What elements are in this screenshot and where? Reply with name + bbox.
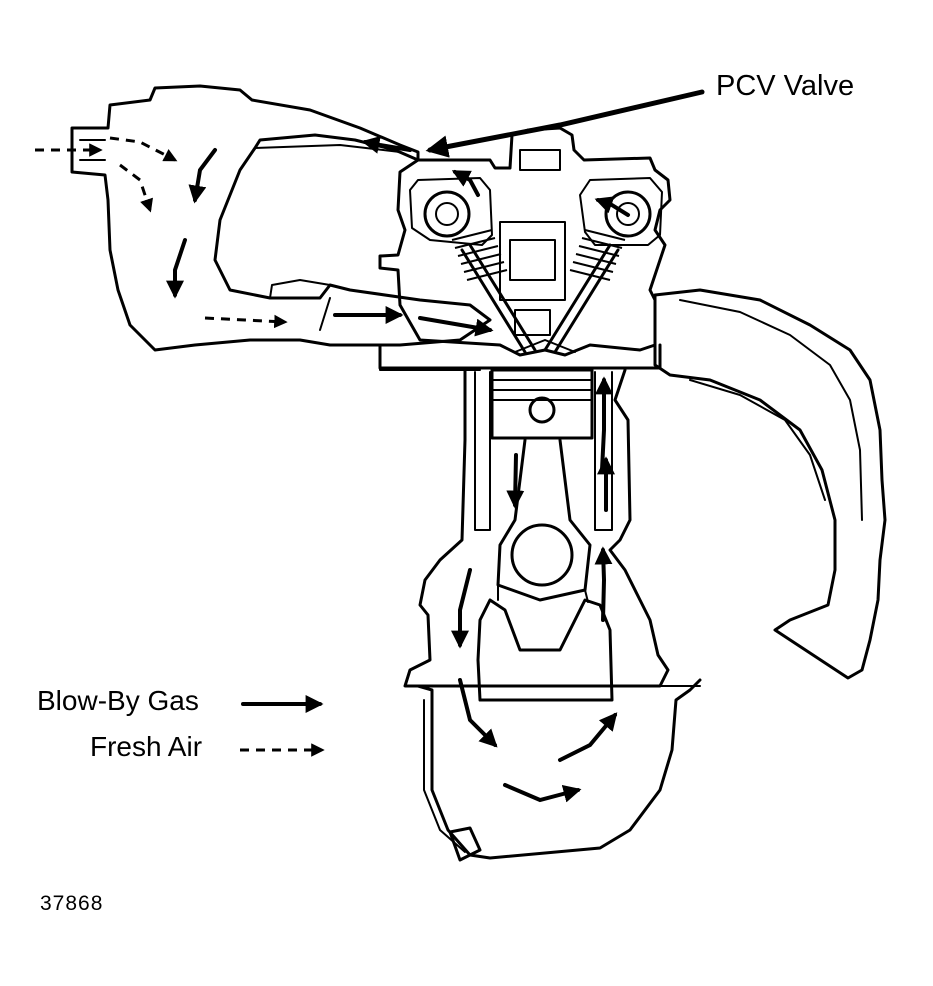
fresh-air-flow — [35, 136, 288, 329]
cylinder-head — [378, 126, 672, 370]
exhaust-manifold — [653, 288, 887, 680]
cylinder-block — [403, 368, 670, 702]
figure-number: 37868 — [40, 892, 104, 915]
pcv-leader-arrow — [425, 89, 705, 158]
intake-duct — [70, 84, 492, 371]
blow-by-gas-flow — [166, 135, 630, 803]
pcv-valve-label: PCV Valve — [716, 70, 855, 102]
legend-blow-by-gas-label: Blow-By Gas — [37, 685, 199, 716]
oil-pan — [409, 678, 702, 862]
legend-fresh-air-label: Fresh Air — [90, 731, 203, 762]
